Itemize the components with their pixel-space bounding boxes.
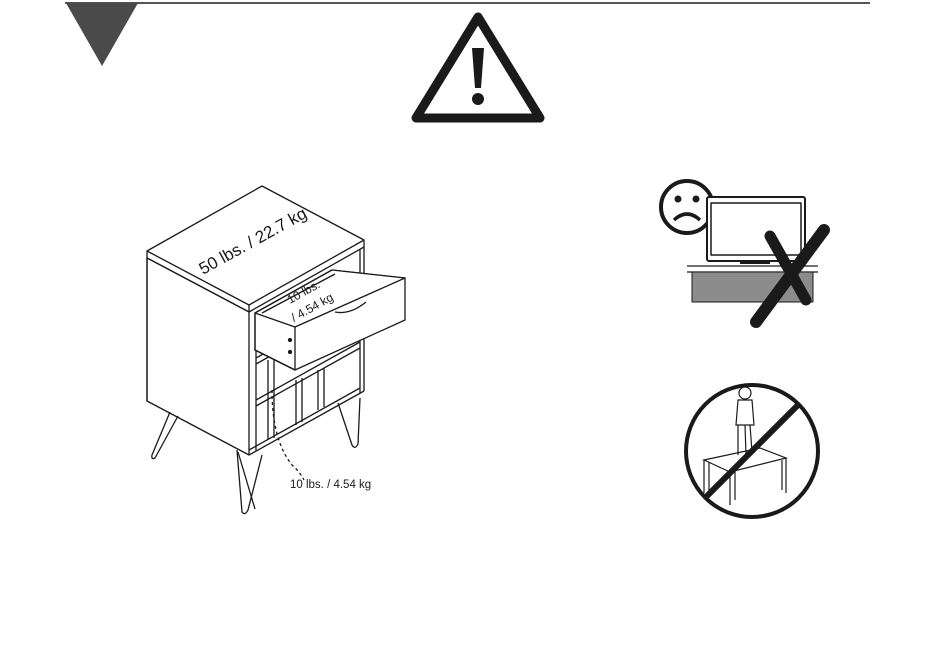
rack-load-label: 10 lbs. / 4.54 kg (290, 479, 371, 491)
no-tv-on-furniture-icon (661, 181, 824, 322)
no-standing-on-furniture-icon (686, 385, 818, 517)
corner-triangle-marker-icon (66, 3, 138, 66)
warning-triangle-icon (416, 17, 540, 118)
